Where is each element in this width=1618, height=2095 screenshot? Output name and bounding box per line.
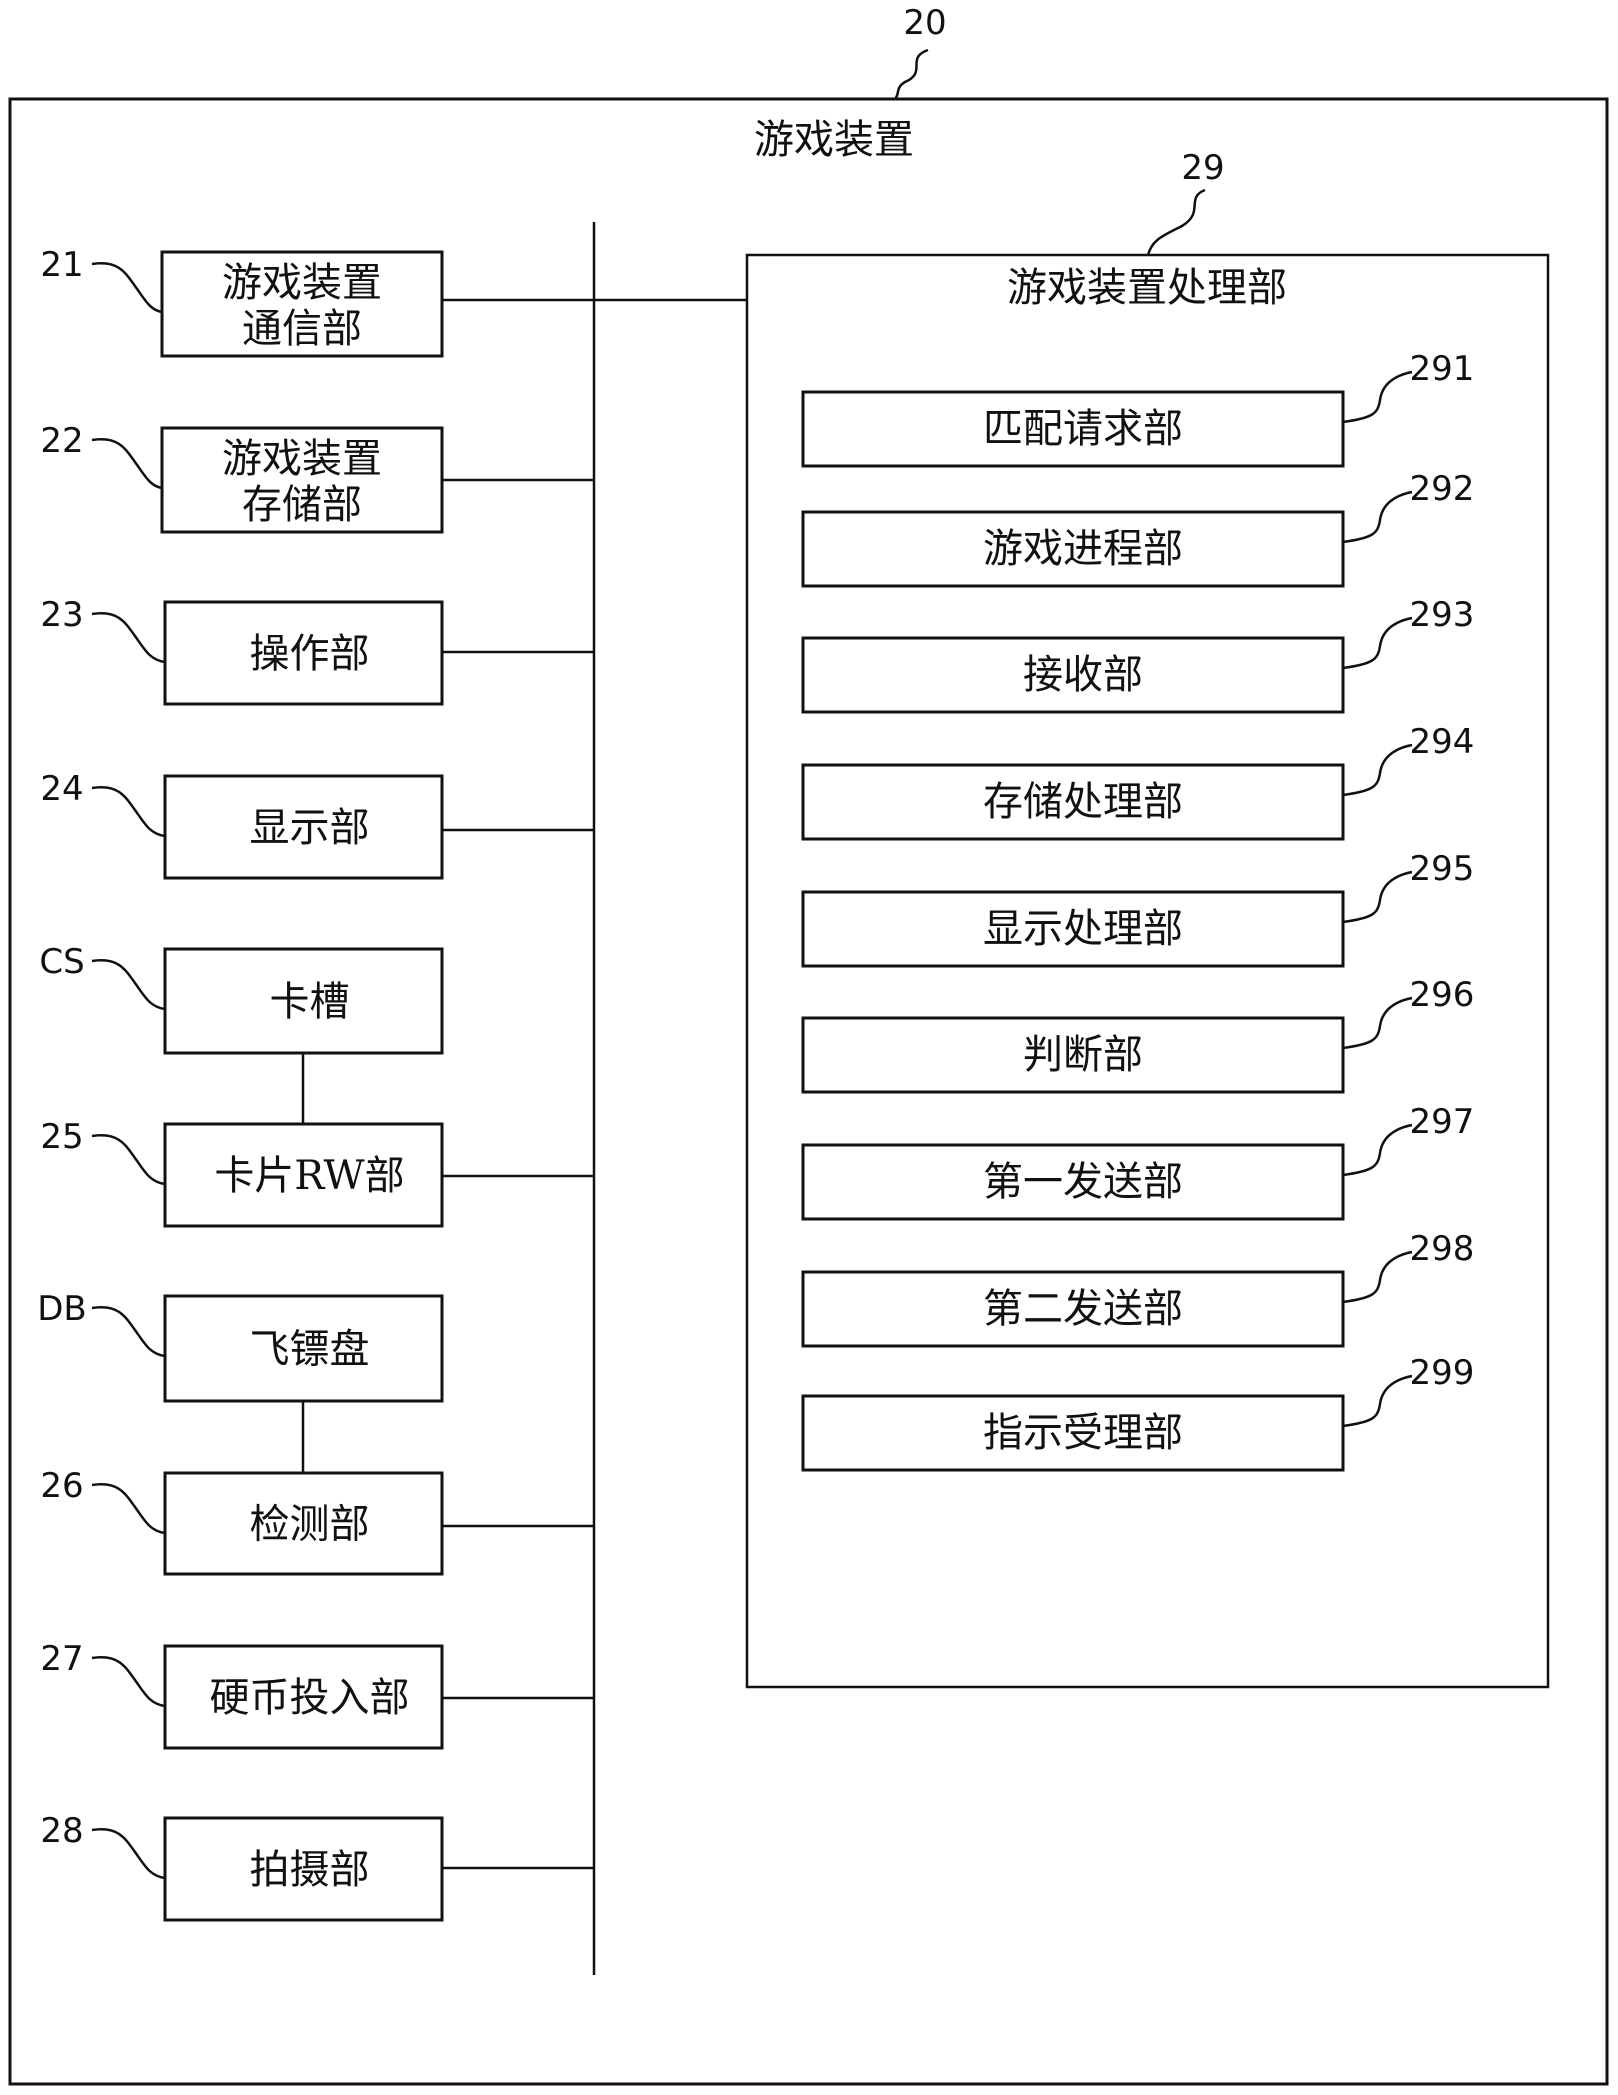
unit-ref-21: 21: [40, 245, 83, 285]
proc-label-299: 指示受理部: [983, 1410, 1183, 1456]
unit-label-22: 存储部: [242, 482, 362, 528]
processor-ref: 29: [1181, 148, 1224, 188]
unit-box-25: [163, 1122, 444, 1228]
proc-box-295: [801, 890, 1345, 968]
unit-ref-27: 27: [40, 1639, 83, 1679]
proc-leader-294: [1342, 743, 1413, 797]
proc-ref-299: 299: [1410, 1353, 1475, 1393]
unit-label-21: 游戏装置: [222, 260, 382, 306]
unit-label-24: 显示部: [250, 805, 370, 851]
unit-label-26: 检测部: [250, 1502, 370, 1548]
unit-ref-db: DB: [37, 1289, 87, 1329]
unit-label-22: 游戏装置: [222, 436, 382, 482]
proc-label-297: 第一发送部: [983, 1159, 1183, 1205]
unit-leader-db: [91, 1305, 166, 1358]
proc-box-296: [801, 1016, 1345, 1094]
unit-label-28: 拍摄部: [250, 1847, 370, 1893]
proc-label-295: 显示处理部: [983, 906, 1183, 952]
unit-box-24: [163, 774, 444, 880]
proc-label-291: 匹配请求部: [983, 406, 1183, 452]
proc-label-294: 存储处理部: [983, 779, 1183, 825]
proc-leader-295: [1342, 870, 1413, 924]
proc-leader-291: [1342, 370, 1413, 424]
proc-ref-297: 297: [1410, 1102, 1475, 1142]
unit-label-db: 飞镖盘: [250, 1327, 370, 1373]
left-units: 游戏装置通信部21游戏装置存储部22操作部23显示部24卡槽CS卡片RW部25飞…: [37, 245, 594, 1922]
proc-ref-292: 292: [1410, 469, 1475, 509]
proc-box-293: [801, 636, 1345, 714]
unit-label-23: 操作部: [250, 631, 370, 677]
unit-label-25: 卡片RW部: [214, 1153, 404, 1199]
unit-leader-22: [91, 437, 163, 490]
proc-ref-294: 294: [1410, 722, 1475, 762]
unit-box-21: [160, 250, 444, 358]
unit-leader-27: [91, 1655, 166, 1708]
device-ref-leader: [894, 48, 929, 100]
proc-box-291: [801, 390, 1345, 468]
processor-title: 游戏装置处理部: [1007, 265, 1287, 311]
unit-box-26: [163, 1471, 444, 1576]
unit-box-27: [163, 1644, 444, 1750]
unit-box-28: [163, 1816, 444, 1922]
proc-leader-297: [1342, 1123, 1413, 1177]
unit-ref-22: 22: [40, 421, 83, 461]
unit-label-27: 硬币投入部: [210, 1675, 410, 1721]
proc-ref-296: 296: [1410, 975, 1475, 1015]
unit-box-22: [160, 426, 444, 534]
unit-leader-24: [91, 785, 166, 838]
proc-leader-299: [1342, 1374, 1413, 1428]
proc-leader-292: [1342, 490, 1413, 544]
unit-leader-23: [91, 611, 166, 664]
unit-leader-21: [91, 261, 163, 314]
unit-box-cs: [163, 947, 444, 1055]
unit-box-db: [163, 1294, 444, 1403]
unit-ref-cs: CS: [39, 942, 84, 982]
proc-ref-293: 293: [1410, 595, 1475, 635]
proc-ref-295: 295: [1410, 849, 1475, 889]
proc-ref-291: 291: [1410, 349, 1475, 389]
unit-leader-25: [91, 1133, 166, 1186]
unit-leader-cs: [91, 958, 166, 1011]
device-title: 游戏装置: [754, 117, 914, 163]
proc-leader-296: [1342, 996, 1413, 1050]
unit-ref-28: 28: [40, 1811, 83, 1851]
unit-ref-26: 26: [40, 1466, 83, 1506]
proc-ref-298: 298: [1410, 1229, 1475, 1269]
processor-ref-leader: [1146, 188, 1206, 256]
unit-leader-28: [91, 1827, 166, 1880]
unit-leader-26: [91, 1482, 166, 1535]
unit-label-cs: 卡槽: [270, 979, 350, 1025]
proc-label-298: 第二发送部: [983, 1286, 1183, 1332]
unit-label-21: 通信部: [242, 306, 362, 352]
proc-box-292: [801, 510, 1345, 588]
unit-ref-23: 23: [40, 595, 83, 635]
proc-box-299: [801, 1394, 1345, 1472]
proc-label-293: 接收部: [1023, 652, 1143, 698]
proc-box-298: [801, 1270, 1345, 1348]
device-ref: 20: [903, 3, 946, 43]
proc-label-296: 判断部: [1023, 1032, 1143, 1078]
processor-units: 匹配请求部 291 游戏进程部 292 接收部 293 存储处理部 294 显示处理部 295 判断…: [801, 349, 1475, 1472]
proc-leader-298: [1342, 1250, 1413, 1304]
unit-ref-24: 24: [40, 769, 83, 809]
proc-box-297: [801, 1143, 1345, 1221]
unit-ref-25: 25: [40, 1117, 83, 1157]
proc-box-294: [801, 763, 1345, 841]
proc-leader-293: [1342, 616, 1413, 670]
proc-label-292: 游戏进程部: [983, 526, 1183, 572]
